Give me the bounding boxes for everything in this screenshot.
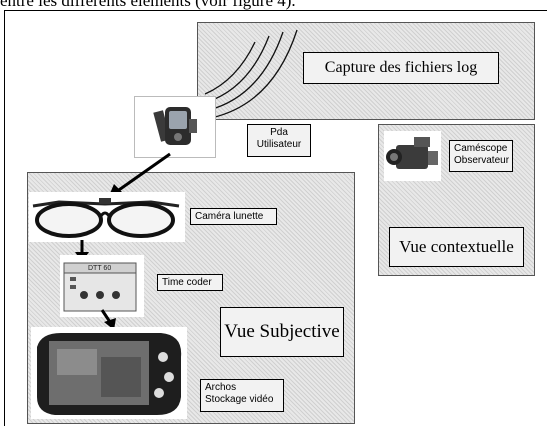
camcorder-icon	[386, 137, 438, 169]
diagram-frame	[4, 10, 547, 426]
time-coder-device	[60, 255, 144, 317]
header-text-fragment: entre les différents éléments (voir figu…	[0, 0, 296, 10]
glasses-icon	[32, 198, 180, 238]
capture-label: Capture des fichiers log	[303, 52, 499, 84]
archos-label-line1: Archos	[205, 382, 237, 393]
pda-label-line1: Pda	[270, 127, 288, 138]
archos-icon	[37, 333, 182, 415]
archos-label: Archos Stockage vidéo	[200, 379, 284, 412]
camescope-label-line1: Caméscope	[454, 143, 508, 154]
pda-label-line2: Utilisateur	[256, 139, 302, 150]
vue-subjective-label: Vue Subjective	[220, 307, 344, 357]
pda-device	[134, 96, 216, 158]
pda-label: Pda Utilisateur	[247, 124, 311, 157]
archos-label-line2: Stockage vidéo	[205, 394, 274, 405]
signal-waves-icon	[204, 29, 298, 119]
camera-lunette-label: Caméra lunette	[190, 208, 277, 225]
camcorder-device	[384, 131, 441, 181]
dtt-label: DTT 60	[88, 265, 112, 272]
camescope-label-line2: Observateur	[454, 155, 510, 166]
vue-contextuelle-label: Vue contextuelle	[389, 227, 524, 267]
pda-icon	[153, 107, 197, 145]
archos-device	[31, 327, 187, 419]
time-coder-label: Time coder	[157, 274, 223, 291]
camescope-label: Caméscope Observateur	[449, 140, 513, 172]
camera-glasses-device	[29, 192, 185, 242]
